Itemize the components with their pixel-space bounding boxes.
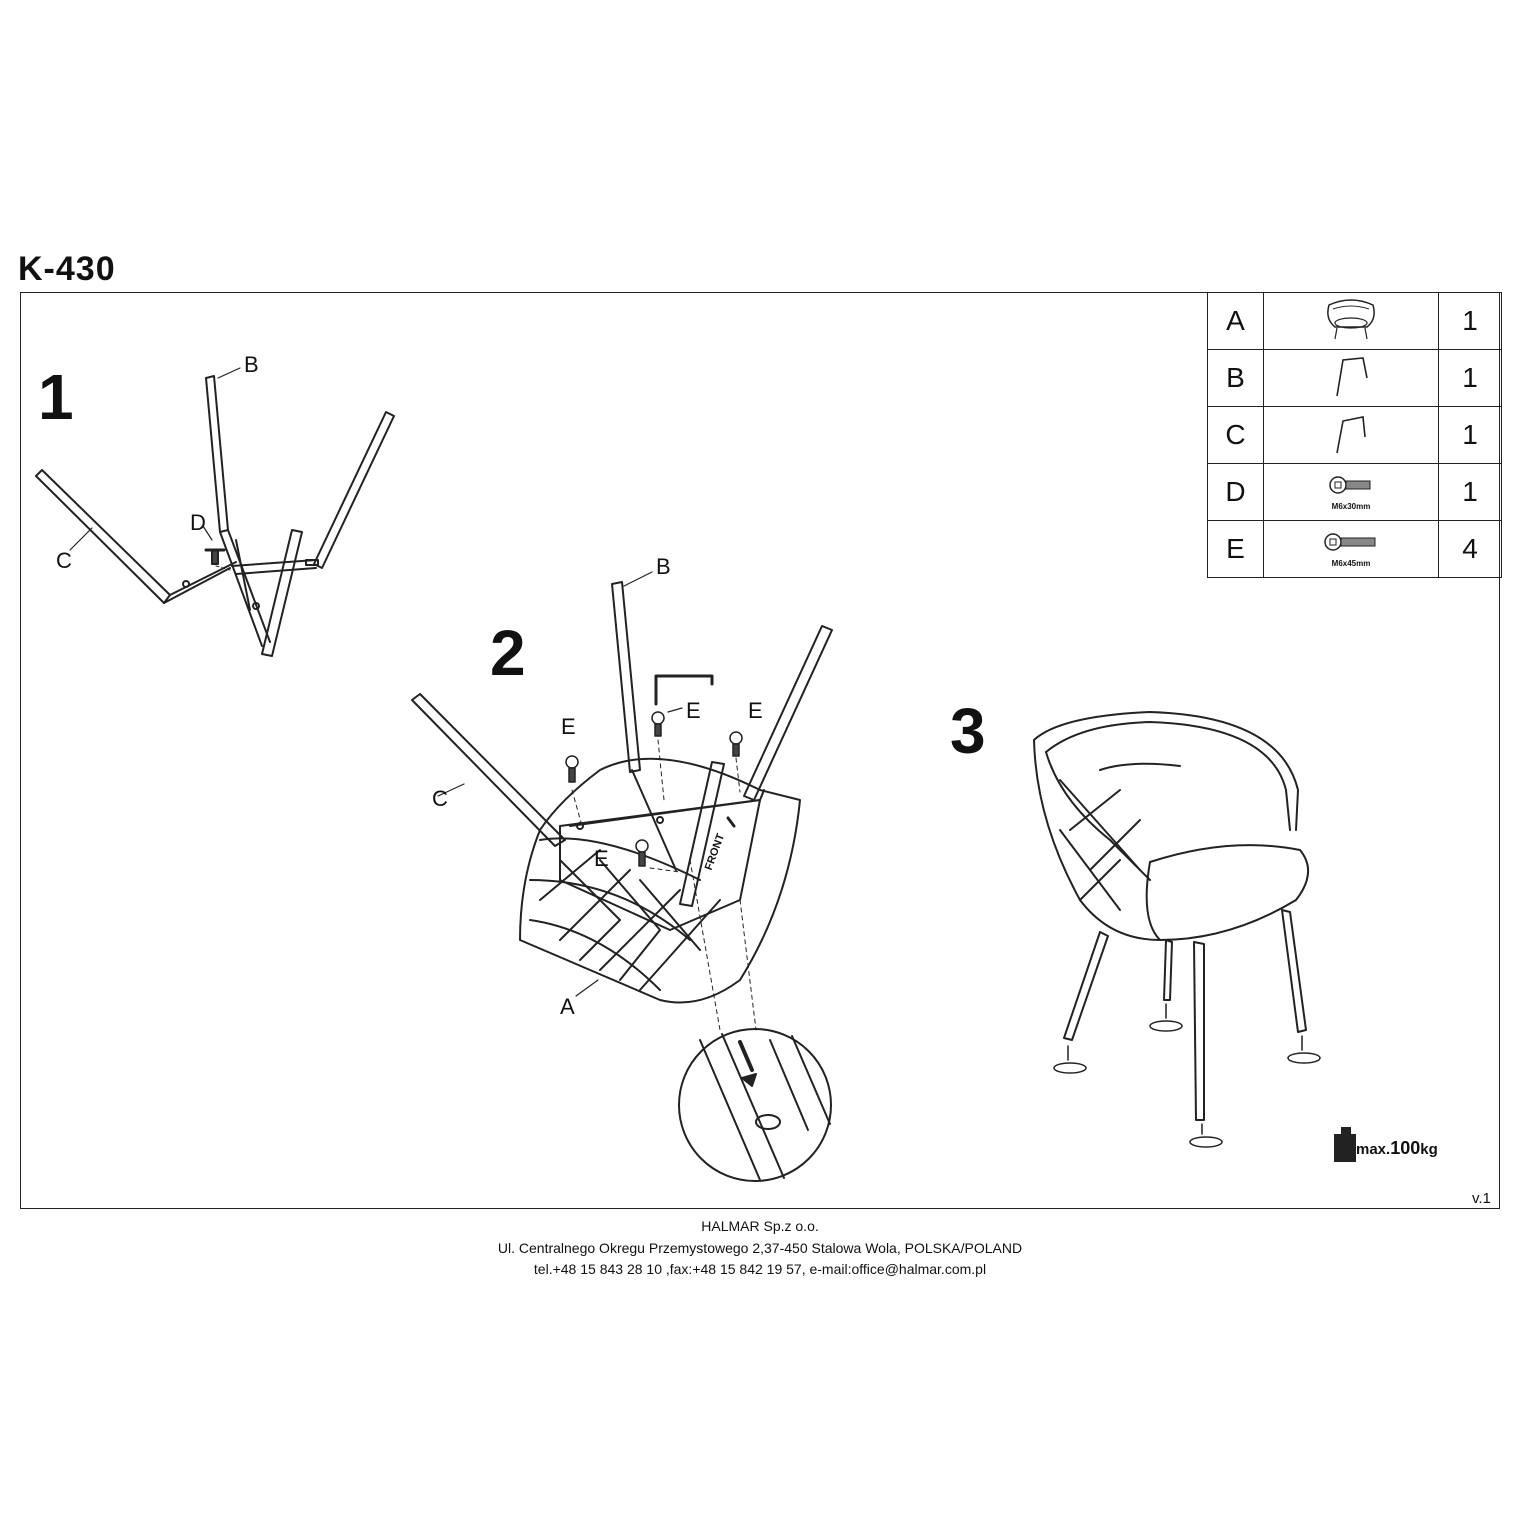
weight-icon bbox=[1334, 1127, 1356, 1162]
part-spec: M6x30mm bbox=[1331, 501, 1371, 511]
max-load-prefix: max. bbox=[1356, 1141, 1391, 1158]
footer-company: HALMAR Sp.z o.o. bbox=[701, 1218, 819, 1234]
label-part-b: B bbox=[656, 554, 671, 579]
label-part-a: A bbox=[560, 994, 575, 1019]
part-qty: 1 bbox=[1438, 406, 1502, 464]
label-part-e: E bbox=[686, 698, 701, 723]
step-number-1: 1 bbox=[38, 361, 74, 433]
version-label: v.1 bbox=[1472, 1190, 1491, 1207]
bolt-icon bbox=[1329, 475, 1371, 494]
label-part-d: D bbox=[190, 510, 206, 535]
step-number-2: 2 bbox=[490, 617, 526, 689]
part-qty: 1 bbox=[1438, 349, 1502, 407]
part-image: M6x45mm bbox=[1263, 520, 1439, 578]
footer-contact: tel.+48 15 843 28 10 ,fax:+48 15 842 19 … bbox=[533, 1261, 987, 1277]
parts-table: A 1 B 1 C 1 D bbox=[1207, 292, 1502, 578]
label-part-c: C bbox=[56, 548, 72, 573]
label-part-e: E bbox=[561, 714, 576, 739]
instruction-frame bbox=[20, 292, 1500, 1209]
step2-seat-assembly bbox=[411, 571, 833, 1182]
max-load-label: max.100kg bbox=[1356, 1138, 1438, 1159]
parts-row: E M6x45mm 4 bbox=[1207, 520, 1502, 578]
part-letter: B bbox=[1207, 349, 1264, 407]
part-letter: E bbox=[1207, 520, 1264, 578]
label-part-e: E bbox=[748, 698, 763, 723]
max-load-unit: kg bbox=[1420, 1141, 1438, 1158]
label-part-c: C bbox=[432, 786, 448, 811]
model-title: K-430 bbox=[18, 250, 116, 288]
footer-address: Ul. Centralnego Okregu Przemystowego 2,3… bbox=[497, 1240, 1023, 1256]
part-image: M6x30mm bbox=[1263, 463, 1439, 521]
step3-assembled-chair bbox=[1033, 711, 1356, 1162]
part-letter: C bbox=[1207, 406, 1264, 464]
step1-leg-frames bbox=[35, 367, 395, 657]
part-spec: M6x45mm bbox=[1331, 558, 1371, 568]
leg-frame-icon bbox=[1336, 356, 1368, 396]
leg-frame-icon bbox=[1336, 415, 1366, 453]
parts-row: B 1 bbox=[1207, 349, 1502, 407]
label-part-e: E bbox=[594, 846, 609, 871]
part-qty: 1 bbox=[1438, 292, 1502, 350]
label-part-b: B bbox=[244, 352, 259, 377]
part-qty: 1 bbox=[1438, 463, 1502, 521]
part-qty: 4 bbox=[1438, 520, 1502, 578]
bolt-icon bbox=[1324, 532, 1376, 551]
part-image bbox=[1263, 349, 1439, 407]
parts-row: C 1 bbox=[1207, 406, 1502, 464]
part-image bbox=[1263, 406, 1439, 464]
parts-row: D M6x30mm 1 bbox=[1207, 463, 1502, 521]
max-load-value: 100 bbox=[1390, 1138, 1421, 1158]
seat-shell-icon bbox=[1327, 298, 1375, 339]
step-number-3: 3 bbox=[950, 695, 986, 767]
